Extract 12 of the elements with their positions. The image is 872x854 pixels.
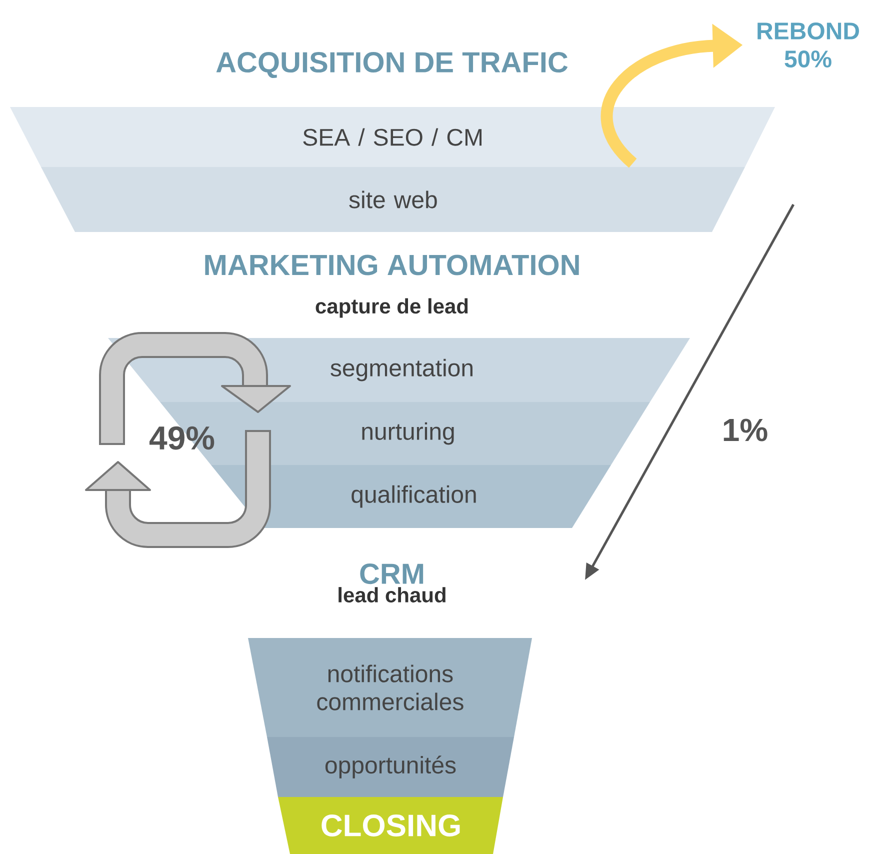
stage-heading: CRM lead chaud [338,564,446,602]
edge-label: 1% [720,416,770,444]
funnel-band: site web [41,167,745,232]
subheading: capture de lead [316,298,468,318]
section-heading: ACQUISITION DE TRAFIC [216,52,568,78]
funnel-band: SEA / SEO / CM [10,107,775,167]
funnel-band: CLOSING [278,797,503,854]
funnel-band: notifications commerciales [248,638,532,737]
funnel-band: qualification [211,465,611,528]
section-heading: MARKETING AUTOMATION [205,254,579,276]
funnel-band: opportunités [267,737,514,797]
rebond-text: REBOND 50% [758,22,859,68]
